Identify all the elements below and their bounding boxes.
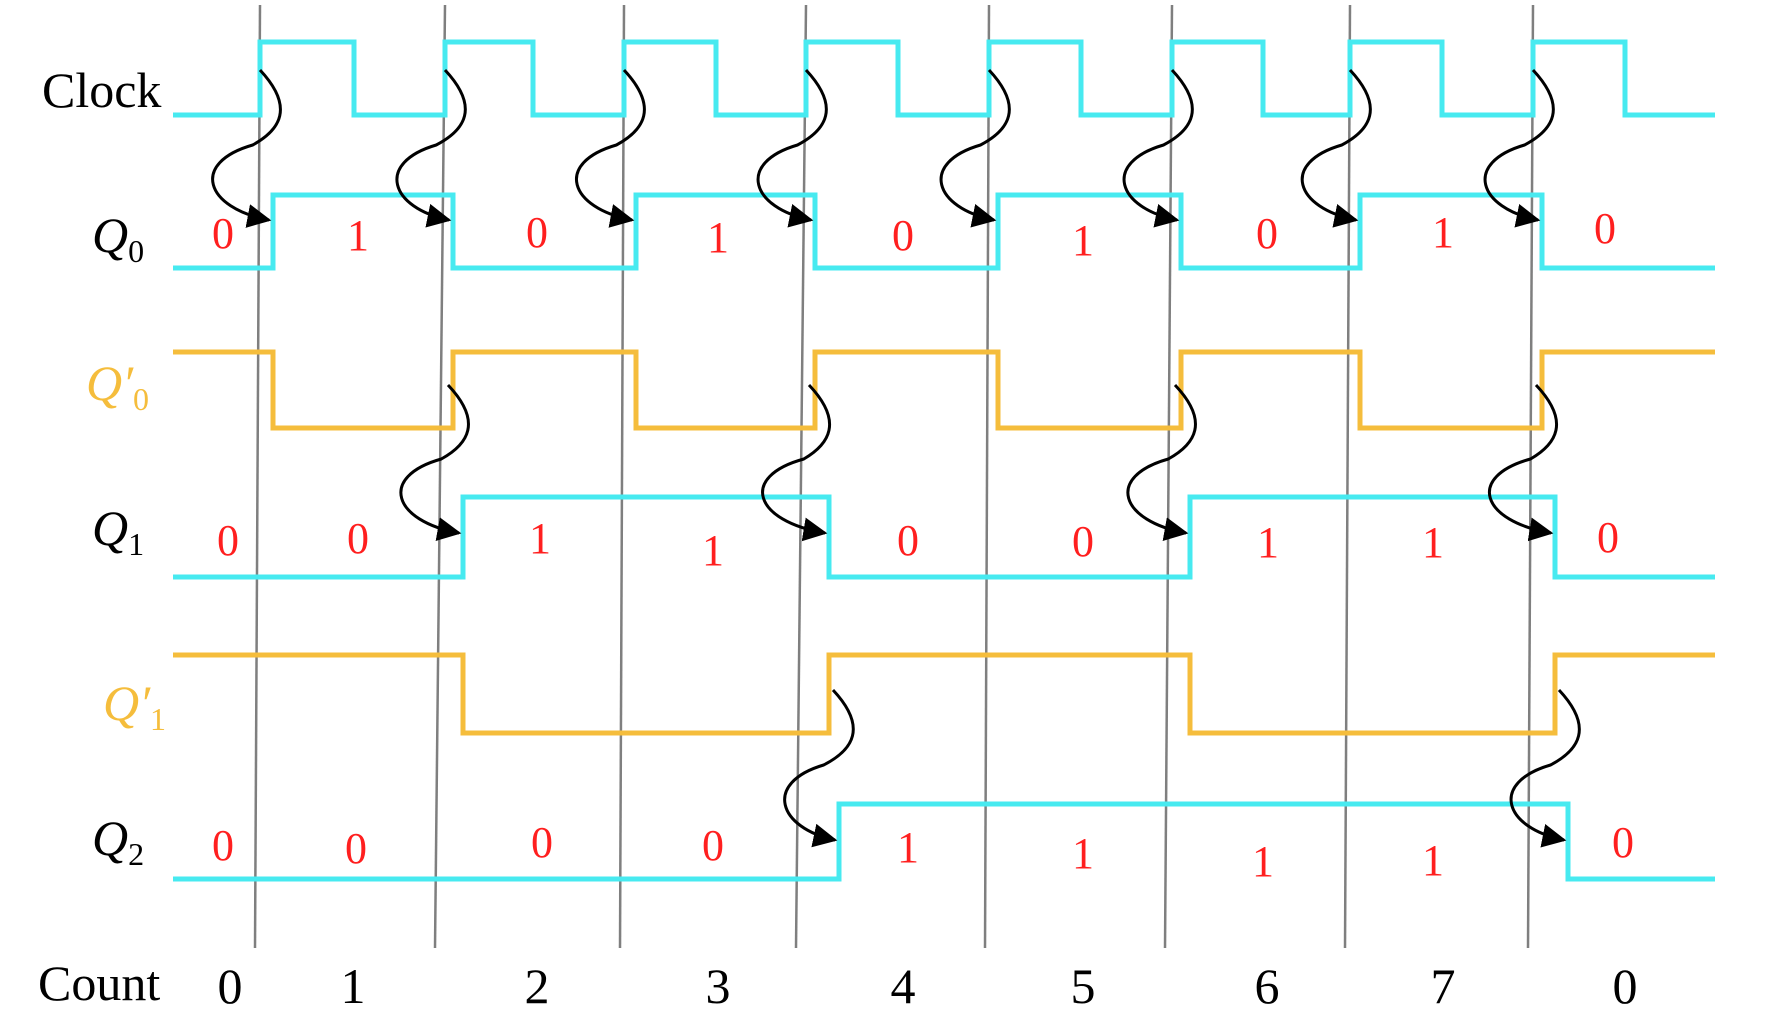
bit-q1-6: 1 (1257, 518, 1279, 567)
arrow-clock-to-q0-3 (756, 68, 828, 228)
bit-q2-2: 0 (531, 818, 553, 867)
bit-q2-0: 0 (212, 821, 234, 870)
label-clock: Clock (42, 62, 161, 118)
count-5: 5 (1071, 958, 1096, 1014)
clock-edge-guide-4 (983, 4, 991, 949)
bit-q0-4: 0 (892, 211, 914, 260)
bit-q2-4: 1 (897, 823, 919, 872)
count-3: 3 (706, 958, 731, 1014)
label-q0: Q0 (92, 207, 144, 269)
bit-q0-2: 0 (526, 208, 548, 257)
count-6: 6 (1255, 958, 1280, 1014)
arrow-q0prime-to-q1-2 (1126, 383, 1197, 541)
trace-q1-prime (173, 652, 1715, 736)
count-values: 0 1 2 3 4 5 6 7 0 (218, 958, 1638, 1014)
propagation-arrows (211, 68, 1581, 848)
arrow-q0prime-to-q1-1 (761, 383, 831, 542)
label-q1-prime: Q′1 (103, 675, 166, 737)
clock-edge-guide-0 (253, 4, 262, 949)
clock-edge-guide-3 (794, 4, 808, 949)
bit-q1-8: 0 (1597, 513, 1619, 562)
count-0: 0 (218, 958, 243, 1014)
clock-edge-guide-1 (433, 4, 447, 949)
count-1: 1 (341, 958, 366, 1014)
bit-q0-6: 0 (1256, 209, 1278, 258)
clock-edge-guide-7 (1526, 4, 1535, 949)
trace-q1 (173, 494, 1715, 580)
bit-q1-2: 1 (529, 514, 551, 563)
count-8: 0 (1613, 958, 1638, 1014)
bit-q0-3: 1 (707, 213, 729, 262)
arrow-clock-to-q0-4 (939, 68, 1011, 228)
bit-q0-7: 1 (1432, 208, 1454, 257)
count-2: 2 (525, 958, 550, 1014)
arrow-clock-to-q0-1 (395, 68, 467, 228)
label-q2: Q2 (92, 810, 144, 872)
signal-traces (173, 39, 1715, 882)
label-q0-prime: Q′0 (86, 355, 149, 417)
bit-q2-7: 1 (1422, 836, 1444, 885)
arrow-q1prime-to-q2-0 (783, 688, 855, 848)
count-7: 7 (1431, 958, 1456, 1014)
row-labels: Clock Q0 Q′0 Q1 Q′1 Q2 Count (38, 62, 166, 1011)
bit-q2-3: 0 (702, 821, 724, 870)
trace-q0 (173, 192, 1715, 271)
bit-q0-0: 0 (212, 209, 234, 258)
bit-q2-5: 1 (1072, 829, 1094, 878)
trace-q2 (173, 801, 1715, 882)
bit-q2-6: 1 (1252, 837, 1274, 886)
bit-q0-1: 1 (347, 211, 369, 260)
arrow-clock-to-q0-0 (211, 68, 282, 228)
bit-q1-5: 0 (1072, 517, 1094, 566)
label-q1: Q1 (92, 500, 144, 562)
label-count: Count (38, 955, 160, 1011)
trace-q0-prime (173, 349, 1715, 431)
arrow-q0prime-to-q1-0 (399, 383, 470, 541)
bit-q0-8: 0 (1594, 204, 1616, 253)
bit-q1-1: 0 (347, 514, 369, 563)
bit-q1-3: 1 (702, 526, 724, 575)
bit-values: 0 1 0 1 0 1 0 1 0 0 0 1 1 0 0 1 1 0 0 0 0 0 1 1 1 1 0 (212, 204, 1634, 886)
bit-q0-5: 1 (1072, 216, 1094, 265)
count-4: 4 (891, 958, 916, 1014)
bit-q1-4: 0 (897, 516, 919, 565)
arrow-clock-to-q0-5 (1122, 68, 1194, 228)
arrow-clock-to-q0-7 (1483, 68, 1555, 228)
arrow-q0prime-to-q1-3 (1487, 383, 1558, 542)
bit-q2-1: 0 (345, 824, 367, 873)
bit-q2-8: 0 (1612, 818, 1634, 867)
bit-q1-0: 0 (217, 516, 239, 565)
clock-edge-guide-6 (1343, 4, 1352, 949)
clock-edge-guide-2 (618, 4, 626, 949)
bit-q1-7: 1 (1422, 518, 1444, 567)
clock-edge-guides (253, 4, 1535, 949)
arrow-q1prime-to-q2-1 (1509, 688, 1581, 848)
arrow-clock-to-q0-6 (1300, 68, 1372, 228)
trace-clock (173, 39, 1715, 118)
arrow-clock-to-q0-2 (575, 68, 646, 228)
clock-edge-guide-5 (1163, 4, 1174, 949)
